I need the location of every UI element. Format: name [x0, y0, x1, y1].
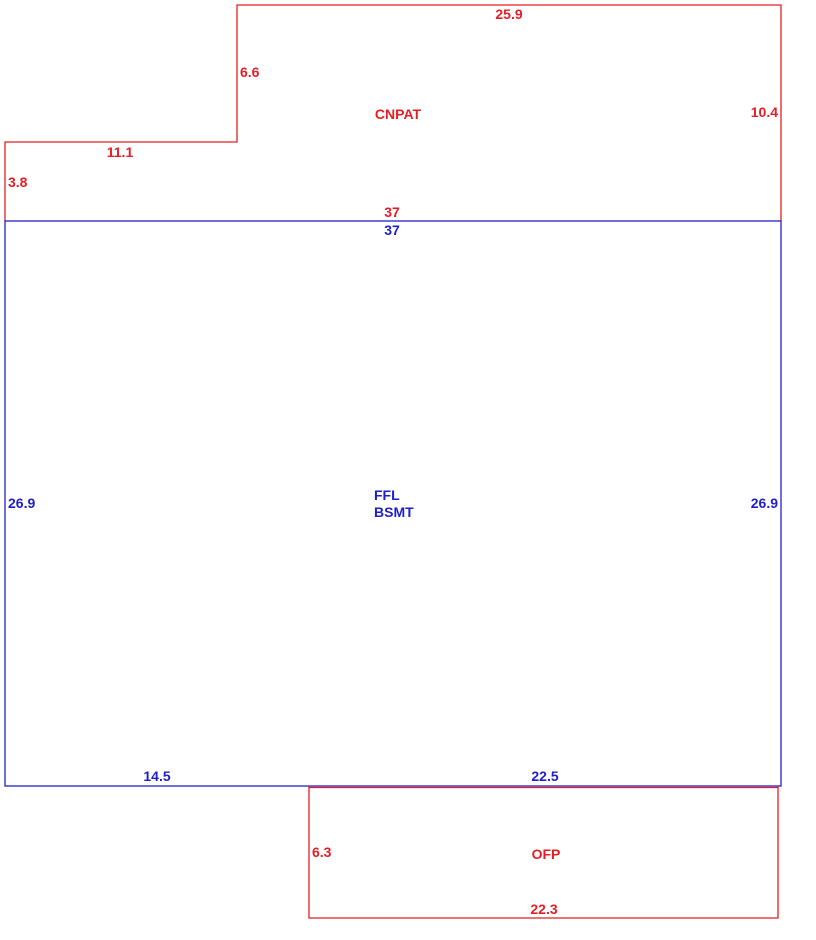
- ofp-area-label: OFP: [532, 846, 561, 862]
- cnpat-outline: [4, 4, 782, 221]
- ffl-bsmt-outline: [4, 220, 782, 787]
- cnpat-dim-left: 3.8: [8, 174, 28, 190]
- cnpat-area-label: CNPAT: [375, 106, 422, 122]
- cnpat-dim-top: 25.9: [495, 6, 522, 22]
- cnpat-dim-bottom: 37: [384, 204, 400, 220]
- main-dim-bottom-right: 22.5: [531, 768, 558, 784]
- cnpat-dim-step-horizontal: 11.1: [107, 144, 134, 160]
- cnpat-dim-step-vertical: 6.6: [240, 64, 260, 80]
- main-dim-top: 37: [384, 222, 400, 238]
- ofp-dim-bottom: 22.3: [530, 901, 557, 917]
- ofp-outline: [308, 786, 779, 919]
- main-dim-bottom-left: 14.5: [143, 768, 170, 784]
- main-area-label-ffl: FFL: [374, 487, 400, 503]
- main-area-label-bsmt: BSMT: [374, 504, 414, 520]
- cnpat-dim-right: 10.4: [751, 104, 778, 120]
- main-dim-right: 26.9: [751, 495, 778, 511]
- ofp-dim-left: 6.3: [312, 844, 332, 860]
- main-dim-left: 26.9: [8, 495, 35, 511]
